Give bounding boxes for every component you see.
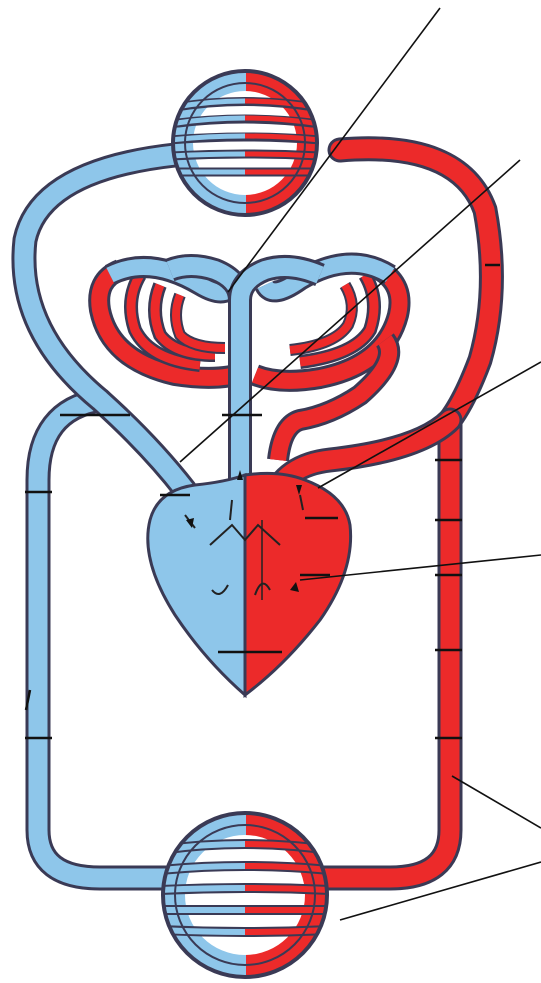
heart [148,473,351,695]
leader-artery [452,776,541,828]
lung-capillaries-right [255,264,400,460]
leader-left-atrium [318,362,541,488]
systemic-capillary-bed [160,810,332,980]
